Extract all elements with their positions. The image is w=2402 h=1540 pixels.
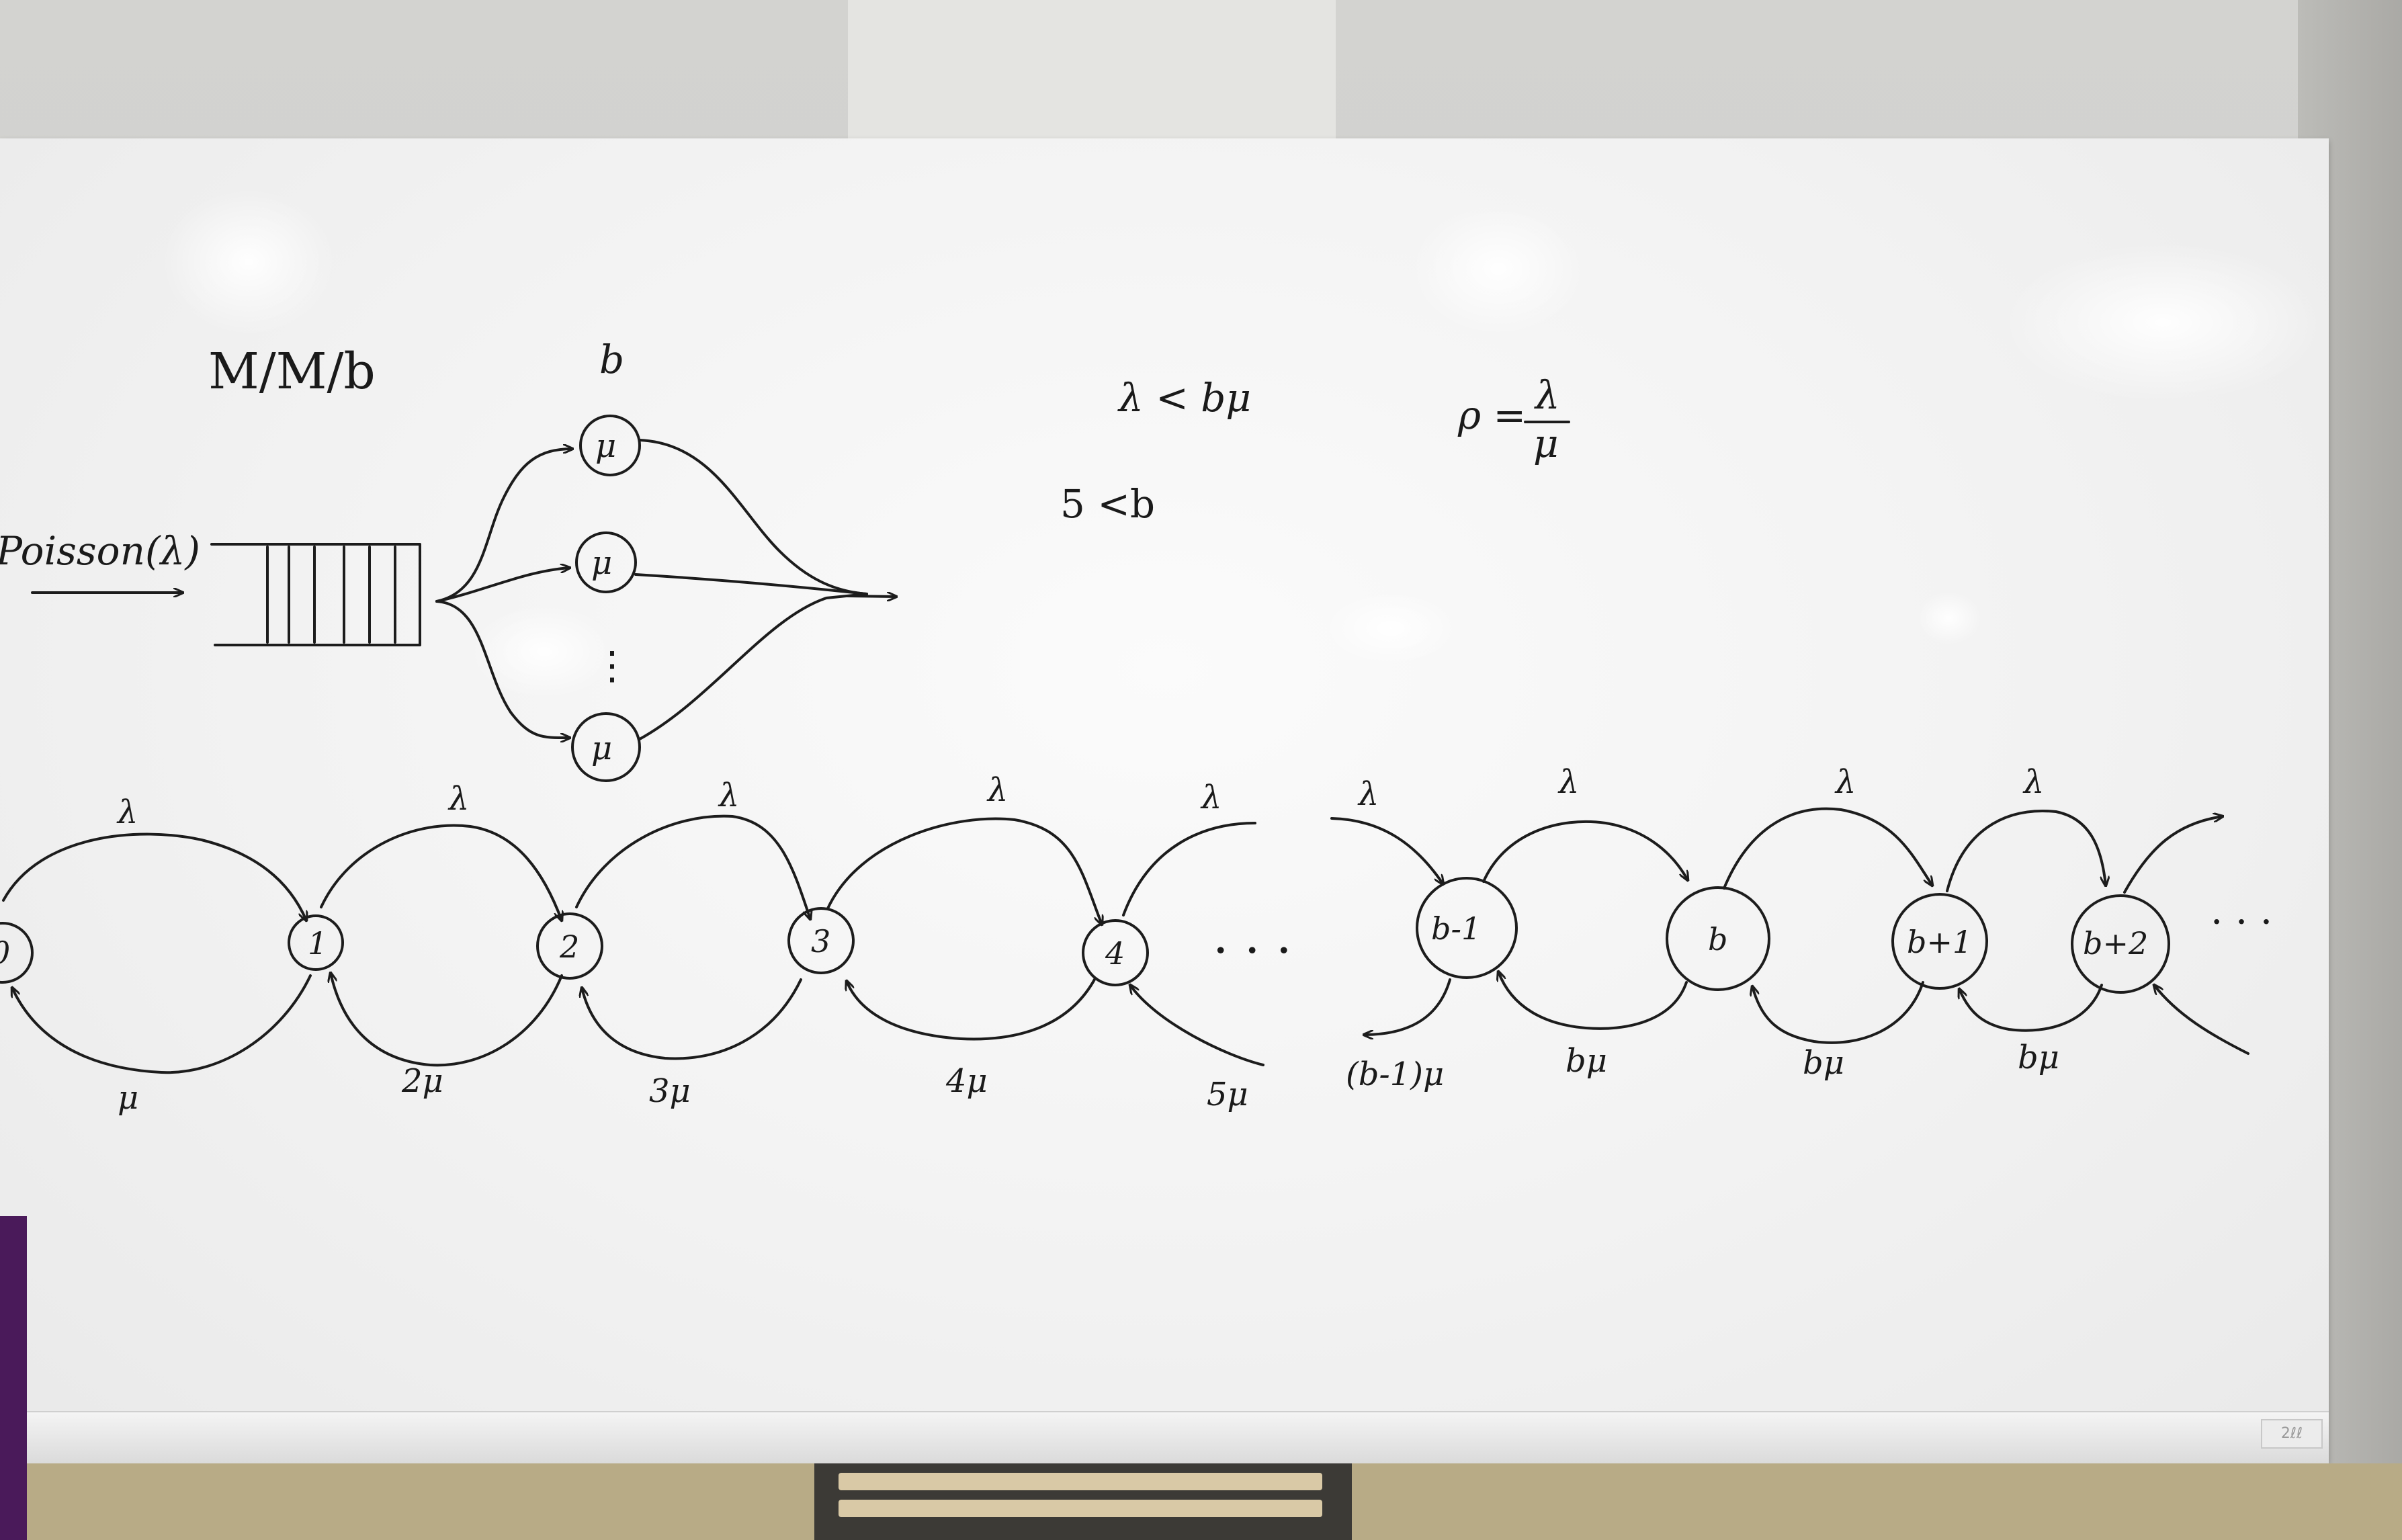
route-to-server-2 — [435, 568, 570, 603]
state-label: b-1 — [1431, 910, 1481, 947]
svg-text:μ: μ — [1533, 421, 1559, 466]
service-rate-label: 4μ — [945, 1062, 988, 1100]
arrival-rate-label: λ — [986, 771, 1008, 809]
arrival-rate-label: λ — [1200, 779, 1221, 816]
light-glare — [2002, 242, 2325, 403]
drawer-slat — [839, 1473, 1322, 1490]
chain-ellipsis: · · · — [1213, 922, 1292, 980]
service-rate-label: (b-1)μ — [1346, 1056, 1444, 1093]
light-glare — [1915, 591, 1982, 645]
state-label: 4 — [1105, 935, 1125, 972]
svg-text:ρ =: ρ = — [1457, 392, 1526, 438]
drawer-slat — [839, 1500, 1322, 1517]
server-node — [575, 531, 637, 593]
server-node — [571, 712, 641, 782]
arrival-rate-label: λ — [1834, 763, 1856, 801]
arrival-rate-label: λ — [116, 794, 138, 831]
service-rate-label: 3μ — [649, 1072, 691, 1110]
rho-formula: ρ = λ μ — [1457, 372, 1570, 466]
person-edge — [0, 1216, 27, 1540]
queue-title: M/M/b — [208, 343, 376, 400]
server-rate: μ — [591, 544, 612, 582]
server-rate: μ — [591, 730, 612, 767]
whiteboard — [0, 138, 2329, 1462]
board-sticker: 2ℓℓ — [2261, 1419, 2323, 1449]
arrival-arcs — [2, 807, 2223, 925]
state-label: 0 — [0, 935, 10, 971]
service-rate-label: 2μ — [401, 1062, 443, 1100]
arrival-rate-label: λ — [1557, 763, 1579, 801]
state-label: b+2 — [2083, 925, 2148, 961]
light-glare — [1411, 202, 1586, 336]
server-rate: μ — [595, 427, 616, 465]
state-label: b — [1708, 921, 1727, 957]
depart-from-server-2 — [634, 573, 868, 595]
wall-panel — [848, 0, 1336, 156]
state-label: 1 — [308, 925, 327, 961]
departure-arrow — [845, 596, 896, 597]
state-nodes — [0, 877, 2170, 994]
arrival-label: Poisson(λ) — [0, 528, 200, 574]
stability-condition: λ < bμ — [1117, 375, 1251, 421]
service-rate-label: μ — [118, 1079, 138, 1117]
state-label: b+1 — [1907, 924, 1972, 960]
arrival-rate-label: λ — [2022, 763, 2044, 801]
route-to-server-1 — [435, 449, 572, 603]
service-rate-label: bμ — [1565, 1042, 1607, 1080]
depart-from-server-1 — [638, 439, 868, 595]
depart-from-server-b — [638, 593, 868, 740]
marker-tray — [0, 1411, 2329, 1465]
service-rate-label: 5μ — [1207, 1076, 1248, 1113]
arrival-rate-label: λ — [718, 777, 739, 814]
vertical-ellipsis: ⋮ — [593, 642, 632, 688]
queue-buffer — [210, 543, 421, 646]
svg-text:λ: λ — [1534, 372, 1560, 418]
arrival-rate-label: λ — [447, 780, 469, 818]
light-glare — [161, 188, 336, 336]
chain-ellipsis-end: · · · — [2211, 899, 2272, 945]
servers-label: b — [599, 337, 624, 382]
state-label: 3 — [811, 923, 830, 959]
server-node — [579, 415, 641, 476]
example-condition: 5 <b — [1060, 481, 1155, 527]
route-to-server-b — [435, 600, 570, 738]
service-rate-label: bμ — [1803, 1044, 1844, 1082]
light-glare — [1324, 591, 1458, 665]
service-rate-label: bμ — [2018, 1039, 2059, 1076]
state-label: 2 — [559, 929, 579, 965]
arrival-rate-label: λ — [1357, 775, 1379, 813]
service-arcs — [12, 972, 2249, 1074]
